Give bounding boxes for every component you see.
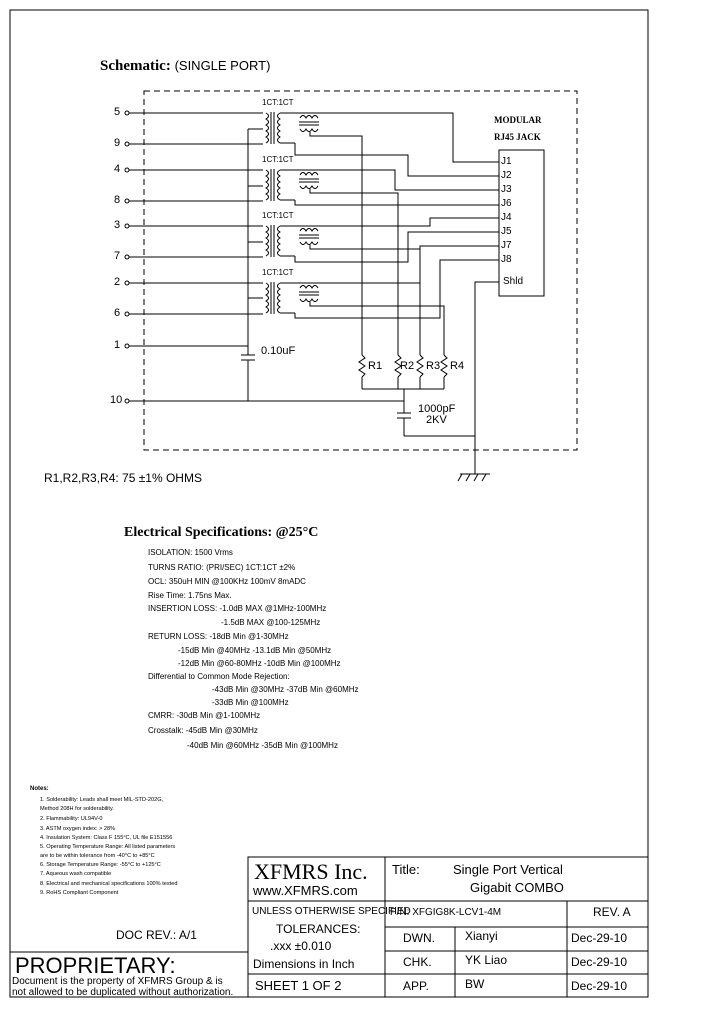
transformer-label: 1CT:1CT bbox=[262, 155, 294, 164]
note-line: 7. Aqueous wash compatible bbox=[40, 871, 112, 877]
pin-label: 4 bbox=[114, 163, 121, 175]
cap1-label: 0.10uF bbox=[261, 345, 296, 357]
spec-line: Differential to Common Mode Rejection: bbox=[148, 672, 290, 681]
electrical-specs-title: Electrical Specifications: @25°C bbox=[124, 525, 319, 540]
app-label: APP. bbox=[403, 979, 429, 993]
app-date: Dec-29-10 bbox=[571, 979, 628, 993]
jack-pin-label: J6 bbox=[501, 198, 512, 209]
dwn-label: DWN. bbox=[403, 931, 435, 945]
pin-label: 10 bbox=[110, 394, 123, 406]
pin-circles bbox=[124, 110, 130, 404]
resistor-label: R4 bbox=[450, 360, 465, 372]
tolerance-value: .xxx ±0.010 bbox=[270, 939, 332, 953]
schematic-subtitle: (SINGLE PORT) bbox=[174, 58, 271, 73]
rj45-jack-box bbox=[498, 149, 545, 297]
spec-line: TURNS RATIO: (PRI/SEC) 1CT:1CT ±2% bbox=[148, 563, 296, 572]
dwn-date: Dec-29-10 bbox=[571, 931, 628, 945]
resistor-label: R2 bbox=[400, 360, 415, 372]
cap2-voltage: 2KV bbox=[426, 414, 447, 426]
spec-line: OCL: 350uH MIN @100KHz 100mV 8mADC bbox=[148, 577, 306, 586]
spec-line: RETURN LOSS: -18dB Min @1-30MHz bbox=[148, 632, 289, 641]
jack-pin-label: J2 bbox=[501, 170, 512, 181]
schematic-enclosure bbox=[143, 90, 578, 451]
title-block-grid bbox=[10, 856, 649, 998]
chk-date: Dec-29-10 bbox=[571, 955, 628, 969]
jack-pin-label: J4 bbox=[501, 212, 512, 223]
tolerances-label: TOLERANCES: bbox=[276, 922, 361, 936]
jack-pin-label: J8 bbox=[501, 254, 512, 265]
title-line2: Gigabit COMBO bbox=[470, 880, 564, 895]
transformer-label: 1CT:1CT bbox=[262, 268, 294, 277]
transformer-label: 1CT:1CT bbox=[262, 211, 294, 220]
notes-heading: Notes: bbox=[30, 786, 49, 792]
shield-label: Shld bbox=[503, 276, 524, 287]
jack-pin-label: J5 bbox=[501, 226, 512, 237]
jack-title-line2: RJ45 JACK bbox=[494, 132, 541, 142]
note-line: 5. Operating Temperature Range: All list… bbox=[40, 844, 176, 850]
proprietary-line1: Document is the property of XFMRS Group … bbox=[12, 976, 223, 987]
cap2-label: 1000pF bbox=[418, 403, 456, 415]
pin-label: 1 bbox=[114, 339, 121, 351]
note-line: 1. Solderability: Leads shall meet MIL-S… bbox=[40, 797, 164, 803]
resistor-note: R1,R2,R3,R4: 75 ±1% OHMS bbox=[44, 471, 202, 485]
schematic-title: Schematic: (SINGLE PORT) bbox=[100, 58, 271, 74]
spec-line: -15dB Min @40MHz -13.1dB Min @50MHz bbox=[178, 646, 332, 655]
dimensions-unit: Dimensions in Inch bbox=[253, 957, 355, 971]
secondary-wires bbox=[294, 112, 499, 482]
chk-name: YK Liao bbox=[465, 953, 508, 967]
spec-line: Rise Time: 1.75ns Max. bbox=[148, 591, 232, 600]
note-line: 3. ASTM oxygen index: > 28% bbox=[40, 826, 116, 832]
spec-line: Crosstalk: -45dB Min @30MHz bbox=[148, 726, 258, 735]
part-number: P/N: XFGIG8K-LCV1-4M bbox=[390, 907, 502, 918]
note-line: 9. RoHS Compliant Component bbox=[40, 890, 119, 896]
primary-pin-wires bbox=[127, 112, 404, 402]
dwn-name: Xianyi bbox=[465, 929, 498, 943]
pin-label: 8 bbox=[114, 194, 121, 206]
doc-revision: DOC REV.: A/1 bbox=[116, 928, 197, 942]
spec-line: CMRR: -30dB Min @1-100MHz bbox=[148, 711, 261, 720]
proprietary-heading: PROPRIETARY: bbox=[15, 953, 176, 978]
proprietary-line2: not allowed to be duplicated without aut… bbox=[12, 987, 234, 998]
jack-pin-label: J7 bbox=[501, 240, 512, 251]
note-line: 4. Insulation System: Class F 155°C, UL … bbox=[40, 835, 173, 841]
spec-line: -43dB Min @30MHz -37dB Min @60MHz bbox=[212, 685, 359, 694]
spec-line: -12dB Min @60-80MHz -10dB Min @100MHz bbox=[178, 659, 341, 668]
app-name: BW bbox=[465, 977, 485, 991]
company-website: www.XFMRS.com bbox=[253, 883, 358, 898]
spec-line: -1.5dB MAX @100-125MHz bbox=[221, 618, 321, 627]
note-line: Method 208H for solderability. bbox=[40, 806, 114, 812]
pin-label: 7 bbox=[114, 250, 121, 262]
transformers bbox=[265, 112, 320, 314]
title-line1: Single Port Vertical bbox=[453, 862, 563, 877]
pin-label: 3 bbox=[114, 219, 121, 231]
resistor-label: R3 bbox=[426, 360, 441, 372]
jack-pin-label: J1 bbox=[501, 156, 512, 167]
transformer-label: 1CT:1CT bbox=[262, 98, 294, 107]
note-line: are to be within tolerance from -40°C to… bbox=[40, 853, 155, 859]
title-label: Title: bbox=[392, 862, 420, 877]
revision: REV. A bbox=[593, 905, 631, 919]
note-line: 6. Storage Temperature Range: -55°C to +… bbox=[40, 862, 161, 868]
pin-label: 9 bbox=[114, 137, 121, 149]
chk-label: CHK. bbox=[403, 955, 432, 969]
note-line: 2. Flammability: UL94V-0 bbox=[40, 816, 103, 822]
jack-pin-label: J3 bbox=[501, 184, 512, 195]
jack-title-line1: MODULAR bbox=[494, 115, 542, 125]
sheet-number: SHEET 1 OF 2 bbox=[255, 978, 342, 993]
spec-line: ISOLATION: 1500 Vrms bbox=[148, 548, 233, 557]
unless-specified: UNLESS OTHERWISE SPECIFIED bbox=[252, 906, 411, 917]
pin-label: 2 bbox=[114, 276, 121, 288]
company-name: XFMRS Inc. bbox=[254, 859, 368, 884]
resistor-label: R1 bbox=[368, 360, 383, 372]
spec-line: -33dB Min @100MHz bbox=[212, 698, 289, 707]
spec-line: -40dB Min @60MHz -35dB Min @100MHz bbox=[187, 741, 338, 750]
pin-label: 5 bbox=[114, 106, 121, 118]
note-line: 8. Electrical and mechanical specificati… bbox=[40, 881, 178, 887]
pin-label: 6 bbox=[114, 307, 121, 319]
spec-line: INSERTION LOSS: -1.0dB MAX @1MHz-100MHz bbox=[148, 604, 327, 613]
